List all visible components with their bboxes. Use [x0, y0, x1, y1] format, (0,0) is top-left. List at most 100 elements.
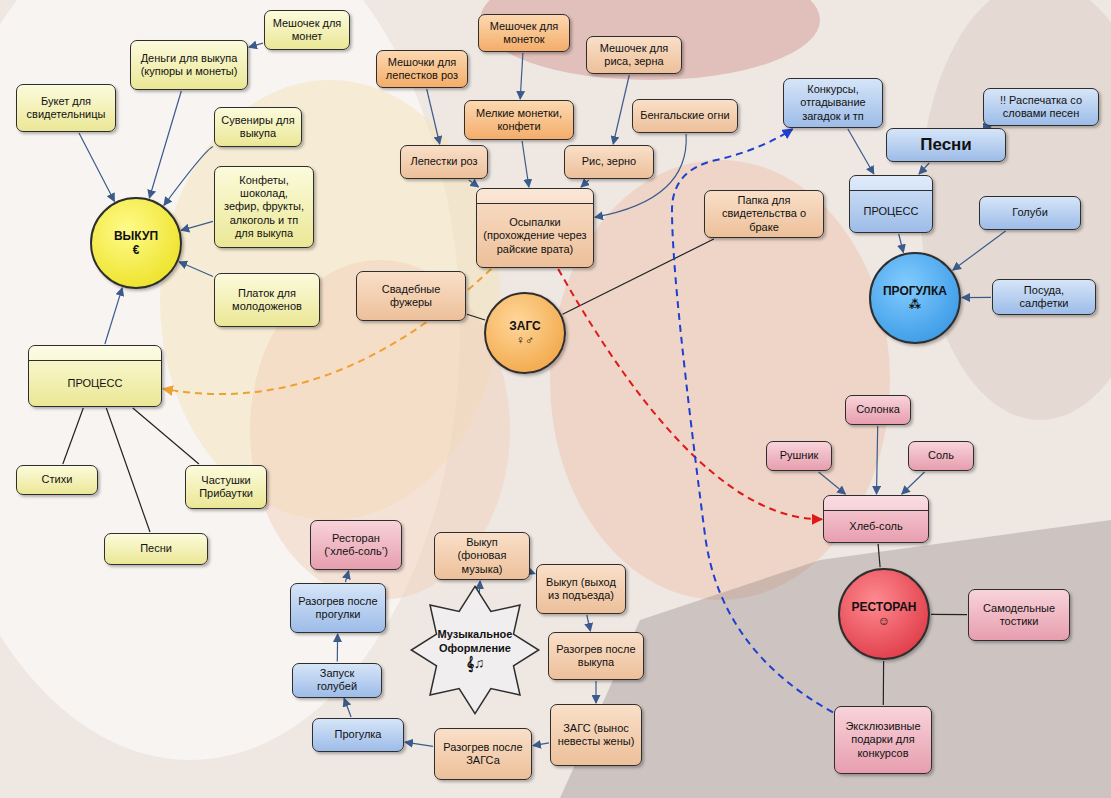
node-text: ПРОЦЕСС	[68, 377, 123, 390]
topic-circle: ВЫКУП€	[90, 197, 182, 289]
process-box: Платок для молодоженов	[214, 273, 320, 327]
node-text: Солонка	[856, 403, 900, 416]
node-text: ЗАГС	[509, 319, 541, 333]
connector-line	[105, 288, 122, 344]
node-text: Выкуп (выход из подъезда)	[543, 576, 619, 602]
header-band	[850, 176, 932, 191]
node-text: ПРОГУЛКА	[883, 284, 947, 298]
node-text: €	[133, 243, 140, 257]
node-text: Ресторан (‘хлеб-соль’)	[317, 532, 395, 558]
process-box: ЗАГС (вынос невесты жены)	[550, 704, 642, 766]
process-box: Конкурсы, отгадывание загадок и тп	[783, 78, 883, 128]
connector-line	[405, 742, 433, 746]
connector-line	[595, 681, 596, 703]
process-box: Разогрев после выкупа	[548, 632, 644, 680]
node-text: Мелкие монетки, конфети	[471, 107, 567, 133]
dashed-connector	[558, 269, 822, 519]
connector-line	[613, 75, 629, 144]
node-text: Выкуп (фоновая музыка)	[441, 536, 523, 576]
connector-line	[902, 472, 925, 494]
connector-line	[337, 634, 339, 662]
process-box: Запуск голубей	[292, 663, 382, 698]
process-box: Сувениры для выкупа	[214, 107, 302, 147]
header-box: ПРОЦЕСС	[28, 345, 162, 407]
process-box: Мешочек для монеток	[478, 14, 570, 52]
process-box: Прогулка	[312, 718, 404, 752]
connector-line	[953, 231, 1006, 270]
node-text: 𝄞♫	[433, 655, 517, 672]
node-text: Свадебные фужеры	[363, 283, 459, 309]
connector-line	[179, 262, 213, 277]
node-text: Букет для свидетельницы	[23, 95, 109, 121]
process-box: Букет для свидетельницы	[16, 84, 116, 132]
process-box: Конфеты, шоколад, зефир, фрукты, алкогол…	[214, 166, 314, 248]
process-box: Соль	[908, 441, 974, 471]
process-box: Мешочек для риса, зерна	[586, 36, 682, 74]
process-box: Мешочек для монет	[264, 10, 350, 50]
header-box: Осыпалки (прохождение через райские врат…	[476, 188, 594, 268]
node-text: Запуск голубей	[299, 667, 375, 693]
connector-line	[345, 571, 348, 582]
node-text: Платок для молодоженов	[221, 287, 313, 313]
process-box: Лепестки роз	[400, 145, 488, 179]
connector-line	[133, 408, 199, 464]
header-band	[29, 346, 161, 361]
node-text: Частушки Прибаутки	[192, 474, 260, 500]
process-box: Папка для свидетельства о браке	[704, 190, 824, 238]
process-box: Рушник	[766, 441, 832, 471]
process-box: Частушки Прибаутки	[185, 465, 267, 509]
connector-line	[533, 743, 549, 746]
connector-line	[149, 91, 181, 198]
connector-line	[878, 544, 880, 567]
node-text: РЕСТОРАН	[851, 600, 916, 614]
node-text: Деньги для выкупа (купюры и монеты)	[137, 52, 241, 78]
node-text: Песни	[920, 135, 972, 155]
star-shape	[411, 586, 538, 713]
node-text: ♀♂	[516, 333, 534, 347]
process-box: Самодельные тостики	[968, 589, 1070, 641]
node-text: Голуби	[1012, 206, 1048, 219]
process-box: Разогрев после прогулки	[290, 583, 386, 633]
node-text: Прогулка	[334, 728, 381, 741]
process-box: Эксклюзивные подарки для конкурсов	[834, 706, 932, 774]
node-text: Самодельные тостики	[975, 602, 1063, 628]
connector-line	[469, 180, 479, 187]
node-text: Лепестки роз	[410, 155, 477, 168]
connector-line	[344, 699, 351, 718]
hat-shape	[480, 0, 820, 80]
process-box: Бенгальские огни	[632, 99, 738, 133]
topic-circle: ПРОГУЛКА⁂	[869, 252, 961, 344]
connector-line	[427, 89, 440, 144]
connector-line	[899, 234, 904, 253]
connector-line	[581, 180, 589, 187]
process-box: Мелкие монетки, конфети	[464, 100, 574, 140]
connector-line	[931, 614, 967, 615]
node-text: ЗАГС (вынос невесты жены)	[557, 722, 635, 748]
connector-line	[919, 163, 929, 174]
process-box: Разогрев после ЗАГСа	[434, 728, 532, 780]
node-text: Мешочек для монеток	[485, 20, 563, 46]
connector-line	[819, 472, 846, 494]
connector-line	[520, 53, 523, 99]
node-text: ⁂	[909, 298, 921, 312]
node-text: Соль	[928, 449, 954, 462]
process-box: Песни	[886, 128, 1006, 162]
node-text: Папка для свидетельства о браке	[711, 194, 817, 234]
node-text: Сувениры для выкупа	[221, 114, 295, 140]
process-box: Песни	[104, 533, 208, 565]
dashed-connector	[672, 129, 833, 712]
connector-line	[531, 572, 535, 573]
node-text: Музыкальное Оформление	[433, 628, 517, 654]
connector-line	[79, 133, 114, 201]
node-text: ☺	[878, 614, 890, 628]
process-box: Выкуп (выход из подъезда)	[536, 564, 626, 614]
connector-line	[106, 408, 150, 532]
process-box: Посуда, салфетки	[992, 279, 1096, 315]
connector-line	[587, 615, 591, 631]
node-text: Разогрев после ЗАГСа	[441, 741, 525, 767]
process-box: Рис, зерно	[564, 145, 654, 179]
connector-line	[164, 147, 213, 206]
connector-line	[962, 297, 991, 298]
node-text: ВЫКУП	[114, 229, 158, 243]
